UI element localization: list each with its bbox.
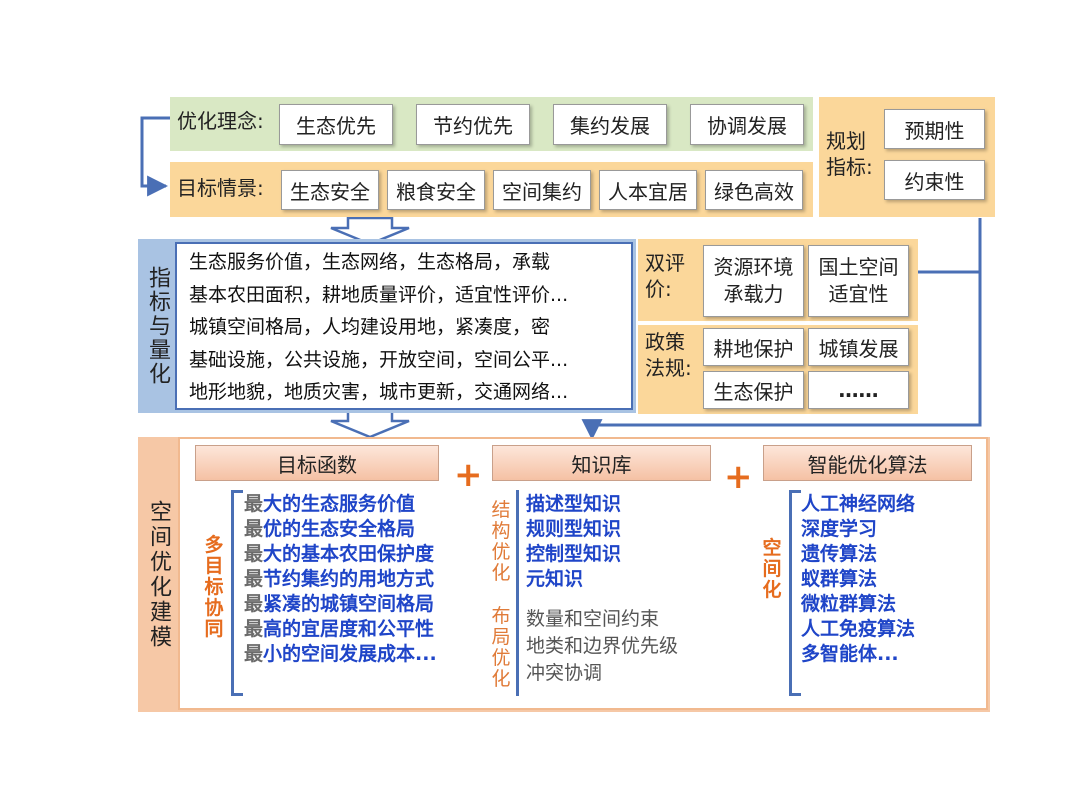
knowledge-bracket [516,490,519,696]
objective-item-text: 优的生态安全格局 [263,518,416,540]
dual-evaluation-text: 资源环境承载力 [713,255,794,306]
objective-item-text: 小的空间发展成本... [263,643,437,665]
scenario-item: 粮食安全 [387,170,485,210]
dual-evaluation-text: 国土空间适宜性 [818,255,899,306]
structure-item: 规则型知识 [526,518,622,540]
algorithm-item: 蚁群算法 [801,568,878,590]
structure-side-label: 结构优化 [491,499,511,584]
objective-item-text: 高的宜居度和公平性 [263,618,435,640]
scenario-item: 生态安全 [281,170,379,210]
structure-item: 控制型知识 [526,543,622,565]
objective-item: 最节约集约的用地方式 [244,567,437,592]
objective-item: 最高的宜居度和公平性 [244,617,437,642]
scenario-label: 目标情景: [177,176,264,200]
concept-item: 协调发展 [690,104,804,145]
objective-item-prefix: 最 [244,643,264,665]
algorithm-item: 微粒群算法 [801,593,897,615]
dual-evaluation-item: 资源环境承载力 [703,245,804,317]
objective-list: 最大的生态服务价值 最优的生态安全格局 最大的基本农田保护度 最节约集约的用地方… [244,492,437,667]
structure-list: 描述型知识 规则型知识 控制型知识 元知识 [526,492,621,592]
concept-label: 优化理念: [177,109,264,133]
dual-evaluation-item: 国土空间适宜性 [808,245,909,317]
algorithm-item: 遗传算法 [801,543,878,565]
algorithm-item: 多智能体... [801,643,899,665]
objective-item-prefix: 最 [244,568,264,590]
objective-item: 最大的基本农田保护度 [244,542,437,567]
knowledge-header: 知识库 [492,445,711,481]
concept-to-scenario-arrow [140,116,170,197]
layout-item: 地类和边界优先级 [526,635,679,657]
algorithm-header: 智能优化算法 [763,445,972,481]
objective-item-prefix: 最 [244,593,264,615]
algorithm-side-label: 空间化 [762,537,782,601]
objective-bracket [231,490,243,696]
layout-item: 数量和空间约束 [526,608,660,630]
quantification-side-text: 指标与量化 [145,266,170,386]
modeling-side-text: 空间优化建模 [146,500,171,650]
objective-item: 最大的生态服务价值 [244,492,437,517]
objective-item-text: 大的生态服务价值 [263,493,416,515]
policy-item: 生态保护 [703,371,804,409]
concept-item: 节约优先 [416,104,530,145]
layout-item: 冲突协调 [526,662,603,684]
policy-item: …… [808,371,909,409]
objective-item: 最优的生态安全格局 [244,517,437,542]
objective-item-text: 节约集约的用地方式 [263,568,435,590]
objective-side-label: 多目标协同 [204,534,224,640]
quantification-list: 生态服务价值，生态网络，生态格局，承载 基本农田面积，耕地质量评价，适宜性评价.… [177,244,631,409]
objective-item: 最紧凑的城镇空间格局 [244,592,437,617]
algorithm-item: 人工神经网络 [801,493,916,515]
dual-evaluation-label: 双评价: [645,251,685,301]
layout-list: 数量和空间约束 地类和边界优先级 冲突协调 [526,606,678,687]
objective-item-text: 大的基本农田保护度 [263,543,435,565]
planning-indicator-item: 约束性 [884,160,985,200]
algorithm-bracket [789,490,801,696]
objective-item-text: 紧凑的城镇空间格局 [263,593,435,615]
objective-item-prefix: 最 [244,518,264,540]
objective-header: 目标函数 [195,445,439,481]
algorithm-item: 深度学习 [801,518,878,540]
concept-item: 生态优先 [279,104,393,145]
policy-item: 耕地保护 [703,328,804,366]
planning-indicator-item: 预期性 [884,109,985,149]
quantification-panel: 生态服务价值，生态网络，生态格局，承载 基本农田面积，耕地质量评价，适宜性评价.… [175,242,633,410]
concept-item: 集约发展 [553,104,667,145]
objective-item-prefix: 最 [244,493,264,515]
quantification-line: 城镇空间格局，人均建设用地，紧凑度，密 [189,316,551,338]
quantification-line: 基础设施，公共设施，开放空间，空间公平... [189,348,569,371]
objective-item: 最小的空间发展成本... [244,642,437,667]
structure-item: 描述型知识 [526,493,622,515]
quantification-line: 生态服务价值，生态网络，生态格局，承载 [189,251,551,273]
objective-item-prefix: 最 [244,618,264,640]
planning-indicators-label: 规划指标: [826,129,873,179]
modeling-panel [178,437,988,710]
plus-sign: + [454,455,483,495]
policy-label: 政策法规: [645,330,692,380]
scenario-item: 绿色高效 [705,170,803,210]
right-connector [581,218,982,441]
structure-item: 元知识 [526,568,584,590]
quantification-side-label: 指标与量化 [141,245,173,407]
layout-side-label: 布局优化 [491,605,511,690]
policy-item: 城镇发展 [808,328,909,366]
down-arrow-bottom [330,409,410,439]
algorithm-list: 人工神经网络 深度学习 遗传算法 蚁群算法 微粒群算法 人工免疫算法 多智能体.… [801,492,915,667]
scenario-item: 空间集约 [493,170,591,210]
algorithm-item: 人工免疫算法 [801,618,916,640]
scenario-item: 人本宜居 [599,170,697,210]
quantification-line: 基本农田面积，耕地质量评价，适宜性评价... [189,283,569,306]
objective-item-prefix: 最 [244,543,264,565]
down-arrow-top [330,216,410,246]
plus-sign: + [724,457,753,497]
modeling-side-label: 空间优化建模 [141,445,175,705]
quantification-line: 地形地貌，地质灾害，城市更新，交通网络... [189,381,569,403]
